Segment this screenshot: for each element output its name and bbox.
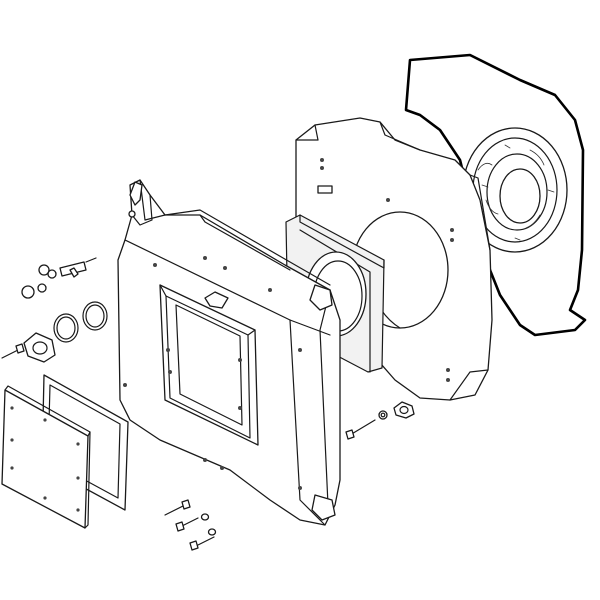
- cover-plate: [1, 385, 91, 529]
- insulation-disc: [462, 127, 568, 253]
- o-rings: [53, 301, 108, 343]
- slot-icon: [317, 185, 333, 194]
- housing-frame: [117, 179, 341, 526]
- hardware-screws: [1, 257, 376, 551]
- wing-nut: [378, 401, 415, 420]
- flange-washer: [23, 332, 56, 363]
